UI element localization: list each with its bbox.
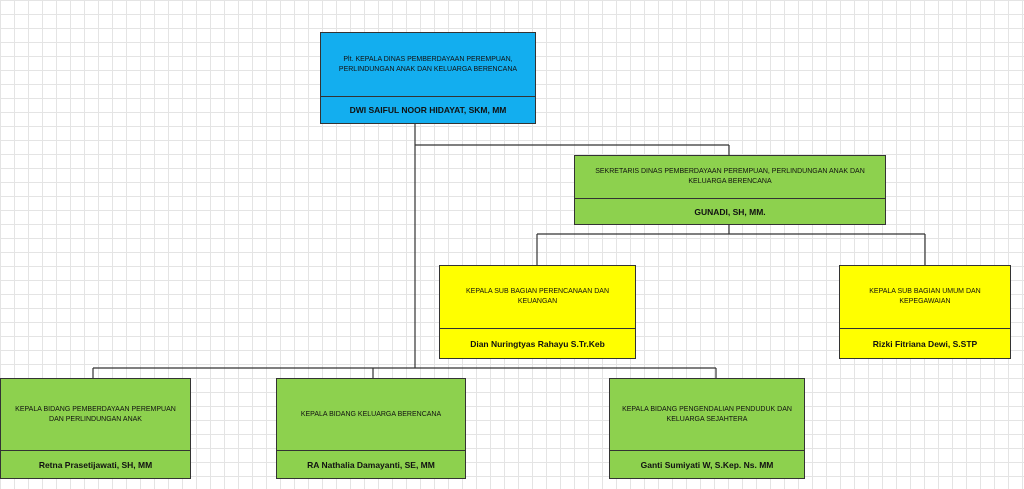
org-box-title: Plt. KEPALA DINAS PEMBERDAYAAN PEREMPUAN… xyxy=(338,55,518,73)
org-box-title: KEPALA BIDANG PEMBERDAYAAN PEREMPUAN DAN… xyxy=(15,405,176,423)
org-box-name: DWI SAIFUL NOOR HIDAYAT, SKM, MM xyxy=(321,96,535,123)
org-box-name: Rizki Fitriana Dewi, S.STP xyxy=(840,328,1010,358)
org-box-name: RA Nathalia Damayanti, SE, MM xyxy=(277,450,465,478)
org-box-title: KEPALA SUB BAGIAN UMUM DAN KEPEGAWAIAN xyxy=(869,288,981,305)
org-box-division-family: KEPALA BIDANG KELUARGA BERENCANA RA Nath… xyxy=(276,378,466,479)
org-box-division-population: KEPALA BIDANG PENGENDALIAN PENDUDUK DAN … xyxy=(609,378,805,479)
org-box-head: Plt. KEPALA DINAS PEMBERDAYAAN PEREMPUAN… xyxy=(320,32,536,124)
org-box-sub-planning: KEPALA SUB BAGIAN PERENCANAAN DAN KEUANG… xyxy=(439,265,636,359)
org-box-title: KEPALA BIDANG KELUARGA BERENCANA xyxy=(300,410,442,418)
org-box-name: Retna Prasetijawati, SH, MM xyxy=(1,450,190,478)
org-box-title: SEKRETARIS DINAS PEMBERDAYAAN PEREMPUAN,… xyxy=(595,168,865,185)
org-box-title: KEPALA BIDANG PENGENDALIAN PENDUDUK DAN … xyxy=(622,405,792,423)
org-box-title: KEPALA SUB BAGIAN PERENCANAAN DAN KEUANG… xyxy=(465,288,610,305)
org-box-name: Ganti Sumiyati W, S.Kep. Ns. MM xyxy=(610,450,804,478)
org-box-division-women: KEPALA BIDANG PEMBERDAYAAN PEREMPUAN DAN… xyxy=(0,378,191,479)
org-box-name: GUNADI, SH, MM. xyxy=(575,198,885,224)
org-box-name: Dian Nuringtyas Rahayu S.Tr.Keb xyxy=(440,328,635,358)
org-box-sub-general: KEPALA SUB BAGIAN UMUM DAN KEPEGAWAIAN R… xyxy=(839,265,1011,359)
org-box-secretary: SEKRETARIS DINAS PEMBERDAYAAN PEREMPUAN,… xyxy=(574,155,886,225)
